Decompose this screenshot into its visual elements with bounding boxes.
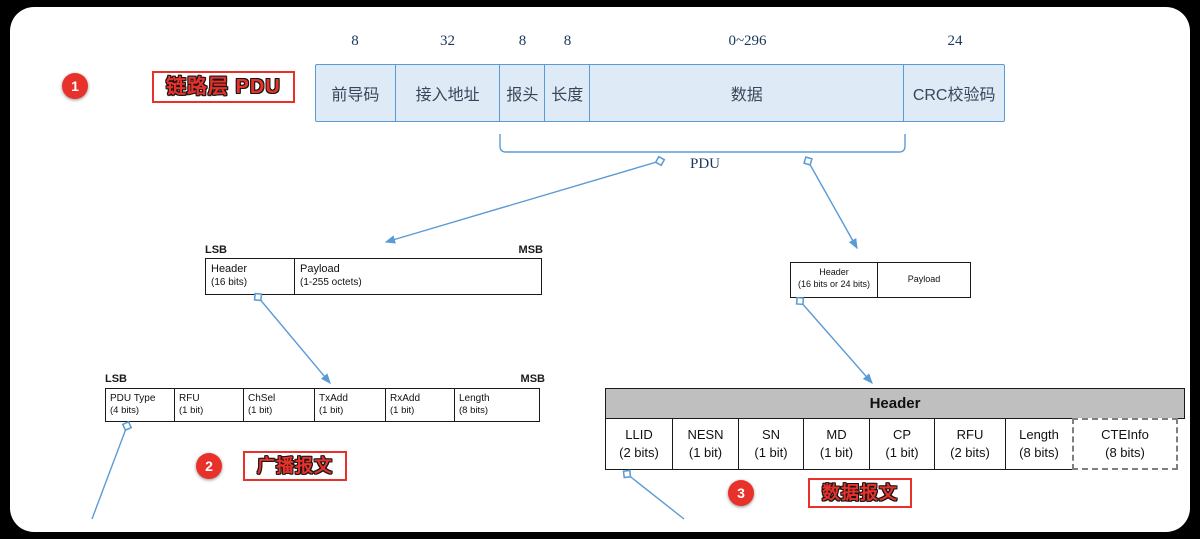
cell-name: TxAdd xyxy=(319,393,348,404)
msb-label: MSB xyxy=(518,244,543,256)
frame-field-crc: CRC校验码 xyxy=(912,87,996,104)
annotation-2-badge: 2 xyxy=(196,453,222,479)
adv-field-txadd: TxAdd (1 bit) xyxy=(314,388,386,422)
frame-field-data: 数据 xyxy=(590,65,905,121)
cell-detail: (16 bits) xyxy=(211,277,248,289)
data-field-llid: LLID (2 bits) xyxy=(605,418,673,470)
cell-name: RxAdd xyxy=(390,393,421,404)
cell-name: NESN xyxy=(687,427,724,443)
cell-name: CTEInfo xyxy=(1101,427,1149,443)
adv-header-fields-table: PDU Type (4 bits) RFU (1 bit) ChSel (1 b… xyxy=(105,388,540,422)
data-field-md: MD (1 bit) xyxy=(803,418,870,470)
data-field-nesn: NESN (1 bit) xyxy=(672,418,739,470)
cell-name: Length xyxy=(1019,427,1059,443)
cell-detail: (1 bit) xyxy=(248,405,273,416)
cell-detail: (1 bit) xyxy=(319,405,344,416)
cell-detail: (1 bit) xyxy=(754,445,788,460)
annotation-3-badge: 3 xyxy=(728,480,754,506)
link-layer-frame-table: 前导码 接入地址 报头 长度 数据 CRC校验码 xyxy=(315,64,1005,122)
data-field-length: Length (8 bits) xyxy=(1005,418,1073,470)
adv-field-chsel: ChSel (1 bit) xyxy=(243,388,315,422)
annotation-3-label: 数据报文 xyxy=(808,478,912,508)
cell-name: Payload xyxy=(907,274,941,285)
cell-detail: (1-255 octets) xyxy=(300,277,362,289)
bit-width-label: 8 xyxy=(563,33,572,49)
cell-detail: (1 bit) xyxy=(390,405,415,416)
cell-name: LLID xyxy=(625,427,653,443)
data-field-cteinfo: CTEInfo (8 bits) xyxy=(1072,418,1178,470)
bit-width-label: 8 xyxy=(518,33,527,49)
frame-field-length: 长度 xyxy=(545,65,591,121)
frame-field-preamble: 前导码 xyxy=(316,65,396,121)
adv-pdu-header-cell: Header (16 bits) xyxy=(205,258,295,295)
frame-field-access-address: 接入地址 xyxy=(396,65,501,121)
lsb-label: LSB xyxy=(105,373,127,385)
cell-name: SN xyxy=(761,427,781,443)
cell-name: CP xyxy=(892,427,912,443)
cell-name: RFU xyxy=(956,427,984,443)
cell-detail: (1 bit) xyxy=(885,445,919,460)
lsb-label: LSB xyxy=(205,244,227,256)
cell-name: RFU xyxy=(179,393,200,404)
cell-detail: (16 bits or 24 bits) xyxy=(797,278,871,289)
cell-detail: (8 bits) xyxy=(1105,445,1145,460)
cell-detail: (1 bit) xyxy=(179,405,204,416)
data-pdu-struct-table: Header (16 bits or 24 bits) Payload xyxy=(790,262,971,298)
cell-detail: (8 bits) xyxy=(1019,445,1059,460)
annotation-1-label: 链路层 PDU xyxy=(152,71,295,103)
data-pdu-header-cell: Header (16 bits or 24 bits) xyxy=(790,262,878,298)
bit-width-row: 8 32 8 8 0~296 24 xyxy=(315,33,1005,57)
cell-detail: (2 bits) xyxy=(950,445,990,460)
data-field-cp: CP (1 bit) xyxy=(869,418,935,470)
data-pdu-payload-cell: Payload xyxy=(877,262,971,298)
bit-width-label: 32 xyxy=(440,33,455,49)
cell-detail: (1 bit) xyxy=(819,445,854,460)
bit-width-label: 8 xyxy=(351,33,359,49)
adv-pdu-endian-row: LSB MSB xyxy=(205,244,543,256)
annotation-1-badge: 1 xyxy=(62,73,88,99)
cell-detail: (1 bit) xyxy=(688,445,723,460)
adv-pdu-struct-table: Header (16 bits) Payload (1-255 octets) xyxy=(205,258,542,295)
data-field-sn: SN (1 bit) xyxy=(738,418,804,470)
data-field-rfu: RFU (2 bits) xyxy=(934,418,1006,470)
cell-name: Length xyxy=(459,393,490,404)
frame-field-header: 报头 xyxy=(500,65,546,121)
cell-name: ChSel xyxy=(248,393,276,404)
adv-field-length: Length (8 bits) xyxy=(454,388,540,422)
cell-name: Header xyxy=(211,263,248,275)
cell-detail: (2 bits) xyxy=(619,445,659,460)
adv-field-rfu: RFU (1 bit) xyxy=(174,388,244,422)
cell-name: Header xyxy=(819,267,849,277)
cell-name: PDU Type xyxy=(110,393,156,404)
adv-fields-endian-row: LSB MSB xyxy=(105,373,545,385)
msb-label: MSB xyxy=(520,373,545,385)
pdu-brace-label: PDU xyxy=(689,156,720,172)
bit-width-label: 24 xyxy=(947,33,963,49)
cell-name: MD xyxy=(826,427,847,443)
data-header-title: Header xyxy=(605,388,1185,419)
adv-pdu-payload-cell: Payload (1-255 octets) xyxy=(294,258,542,295)
data-header-fields-table: LLID (2 bits) NESN (1 bit) SN (1 bit) MD… xyxy=(605,418,1185,470)
annotation-2-label: 广播报文 xyxy=(243,451,347,481)
adv-field-rxadd: RxAdd (1 bit) xyxy=(385,388,455,422)
cell-name: Payload xyxy=(300,263,340,275)
bit-width-label: 0~296 xyxy=(728,33,767,49)
cell-detail: (4 bits) xyxy=(110,405,140,416)
adv-field-pdu-type: PDU Type (4 bits) xyxy=(105,388,175,422)
cell-detail: (8 bits) xyxy=(459,405,489,416)
